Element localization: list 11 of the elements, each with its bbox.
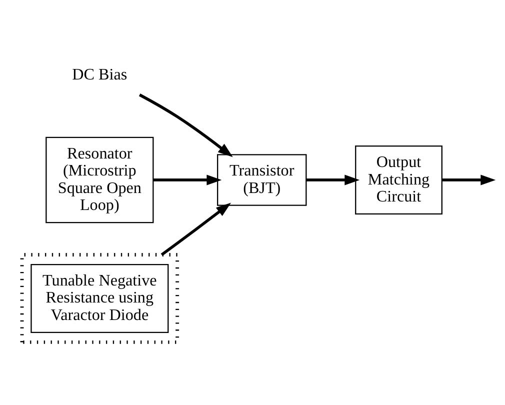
node-box: Transistor (BJT) [217, 154, 307, 206]
arrow [306, 174, 360, 185]
node-box: Tunable Negative Resistance using Varactor Diode [30, 263, 169, 332]
arrow [442, 174, 496, 185]
cluster [20, 252, 180, 344]
arrow [153, 174, 222, 185]
node-box: Output Matching Circuit [355, 144, 442, 214]
arrow [160, 202, 232, 256]
node-box: Resonator (Microstrip Square Open Loop) [46, 136, 154, 223]
arrow [138, 93, 233, 157]
node-text: DC Bias [72, 66, 128, 84]
